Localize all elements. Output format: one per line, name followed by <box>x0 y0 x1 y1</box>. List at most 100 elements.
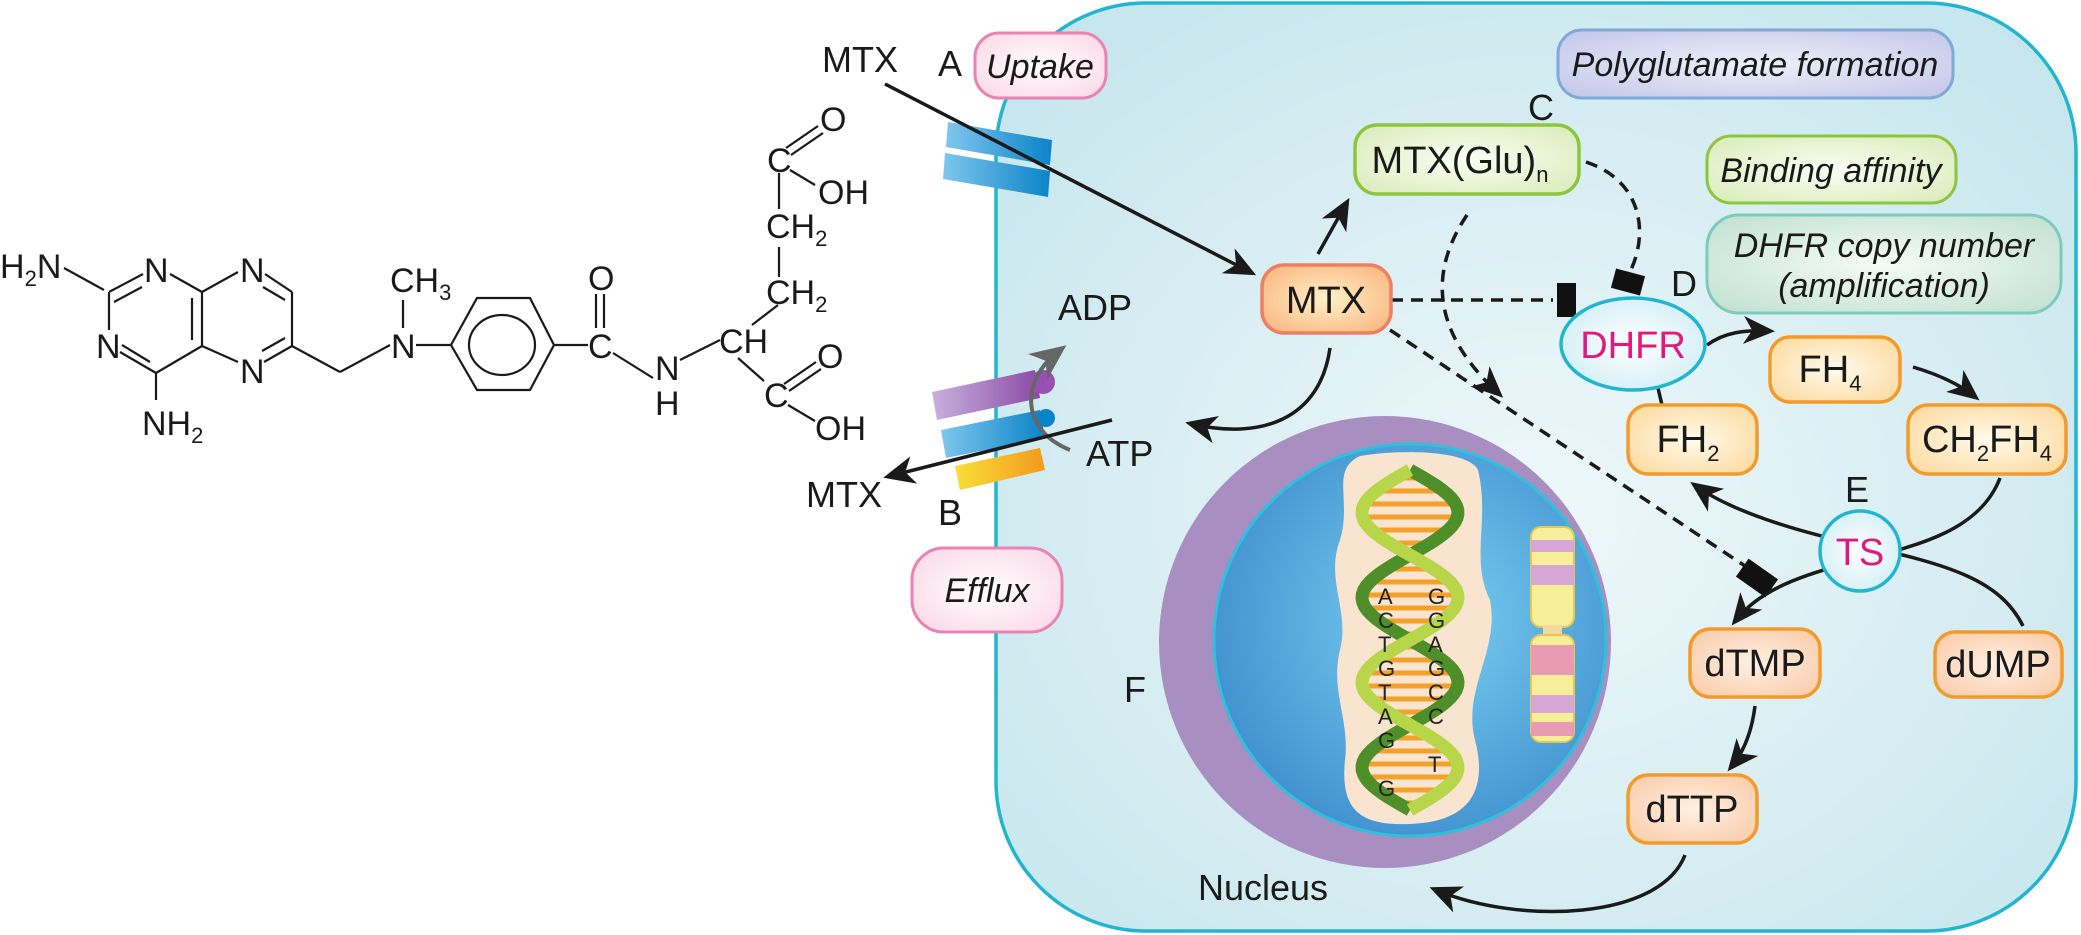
ch2fh4-node: CH2FH4 <box>1906 403 2068 476</box>
inhibition-bar <box>1735 558 1779 598</box>
svg-text:Uptake: Uptake <box>986 48 1094 86</box>
polyglutamate-formation-pill: Polyglutamate formation <box>1556 28 1955 100</box>
dttp-to-nucleus-arrow <box>1429 854 1687 914</box>
svg-text:DHFR copy number: DHFR copy number <box>1734 227 2036 265</box>
dna-base-letter: G <box>1428 608 1445 633</box>
efflux-arrow <box>883 418 1113 484</box>
dttp-node: dTTP <box>1626 773 1759 845</box>
binding-affinity-pill: Binding affinity <box>1705 134 1958 205</box>
svg-text:MTX: MTX <box>1286 280 1366 322</box>
dna-base-letter: A <box>1428 632 1443 657</box>
dna-strand-light <box>1355 464 1465 816</box>
alpha-carbon-label: CH <box>719 323 768 361</box>
svg-text:dTMP: dTMP <box>1704 643 1805 685</box>
label-d: D <box>1671 263 1697 304</box>
carbonyl-oxygen-label: O <box>588 260 614 298</box>
svg-text:Polyglutamate formation: Polyglutamate formation <box>1572 46 1939 84</box>
dna-base-letter: G <box>1428 584 1445 609</box>
methyl-group-label: CH3 <box>390 262 451 305</box>
adp-label: ADP <box>1058 287 1132 328</box>
mtxglu-to-nucleus-line <box>1440 214 1504 398</box>
uptake-pill: Uptake <box>973 31 1108 100</box>
ring-nitrogen-label: N <box>240 353 265 391</box>
svg-text:FH4: FH4 <box>1799 349 1862 396</box>
dna-base-letter: C <box>1378 608 1394 633</box>
hydroxyl-label: OH <box>815 410 866 448</box>
mtx-node: MTX <box>1260 263 1393 335</box>
dna-base-letter: C <box>1428 704 1444 729</box>
svg-text:DHFR: DHFR <box>1580 325 1686 367</box>
ring-nitrogen-label: N <box>96 328 121 366</box>
polyglutamation-arrow <box>1316 197 1350 255</box>
amide-nitrogen-label: N <box>655 350 680 388</box>
carbonyl-carbon-label: C <box>588 328 613 366</box>
dna-base-letter: G <box>1378 728 1395 753</box>
methylene-label: CH2 <box>766 274 827 317</box>
dtmp-to-dttp-arrow <box>1727 705 1759 772</box>
nucleus-label: Nucleus <box>1198 867 1328 908</box>
svg-text:(amplification): (amplification) <box>1778 267 1990 305</box>
svg-text:TS: TS <box>1836 532 1885 574</box>
dna-base-letter: T <box>1378 680 1391 705</box>
amino-group-label: NH2 <box>142 405 203 448</box>
mtx-to-efflux-arrow <box>1185 347 1332 444</box>
uptake-arrow <box>884 82 1257 276</box>
fh4-to-ch2fh4-arrow <box>1912 365 1980 401</box>
dna-base-letter: A <box>1378 584 1393 609</box>
dump-node: dUMP <box>1933 630 2064 699</box>
dna-base-letter: T <box>1428 752 1441 777</box>
inhibition-bar <box>1610 268 1646 296</box>
svg-text:dUMP: dUMP <box>1945 644 2051 686</box>
label-e: E <box>1845 469 1869 510</box>
ts-enzyme: TS <box>1818 509 1902 593</box>
amino-group-label: H2N <box>0 248 61 291</box>
carboxyl-carbon-label: C <box>767 142 792 180</box>
methylene-label: CH2 <box>766 208 827 251</box>
mtx-polyglutamate-node: MTX(Glu)n <box>1353 123 1581 196</box>
fh2-node: FH2 <box>1626 403 1759 476</box>
mtxglu-inhibits-dhfr-line <box>1585 160 1642 273</box>
dna-base-letter: C <box>1428 680 1444 705</box>
dhfr-to-fh4-arrow <box>1705 315 1775 347</box>
carboxyl-oxygen-label: O <box>820 101 846 139</box>
dhfr-copy-number-pill: DHFR copy number (amplification) <box>1705 213 2063 315</box>
atp-label: ATP <box>1086 433 1153 474</box>
carboxyl-carbon-label: C <box>764 377 789 415</box>
dna-base-letter: G <box>1378 656 1395 681</box>
label-b: B <box>938 492 962 533</box>
dna-base-letter: T <box>1378 632 1391 657</box>
svg-text:Binding affinity: Binding affinity <box>1720 152 1943 190</box>
amide-hydrogen-label: H <box>655 385 680 423</box>
structure-bonds <box>63 125 824 422</box>
chromosome <box>1530 526 1575 743</box>
efflux-pill: Efflux <box>910 546 1064 634</box>
atp-hydrolysis-arrow <box>1028 345 1071 452</box>
ring-nitrogen-label: N <box>240 252 265 290</box>
mtx-outside-label: MTX <box>806 474 882 515</box>
methyl-nitrogen-label: N <box>391 328 416 366</box>
mtx-outside-label: MTX <box>822 39 898 80</box>
dna-base-letter: G <box>1378 776 1395 801</box>
ring-nitrogen-label: N <box>144 252 169 290</box>
label-c: C <box>1528 87 1554 128</box>
svg-text:dTTP: dTTP <box>1646 789 1739 831</box>
label-f: F <box>1124 669 1146 710</box>
dtmp-node: dTMP <box>1688 627 1822 699</box>
svg-text:Efflux: Efflux <box>944 572 1030 610</box>
methotrexate-structure: H2N N N N N NH2 N CH3 C O N H CH CH2 CH2… <box>0 101 869 448</box>
svg-text:CH2FH4: CH2FH4 <box>1922 419 2052 466</box>
efflux-pump <box>932 345 1071 490</box>
dhfr-enzyme: DHFR <box>1559 296 1707 392</box>
dna-base-letter: G <box>1428 656 1445 681</box>
carboxyl-oxygen-label: O <box>817 338 843 376</box>
fh4-node: FH4 <box>1768 335 1902 404</box>
label-a: A <box>938 43 962 84</box>
svg-text:FH2: FH2 <box>1657 419 1720 466</box>
mtx-inhibits-ts-line <box>1389 328 1746 568</box>
dna-base-letter: A <box>1378 704 1393 729</box>
svg-text:MTX(Glu)n: MTX(Glu)n <box>1372 140 1549 187</box>
